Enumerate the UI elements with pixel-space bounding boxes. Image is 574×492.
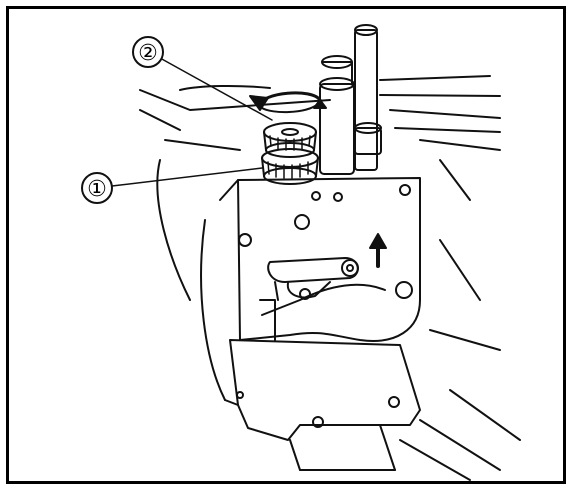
- adjusting-knob-upper: [263, 122, 317, 158]
- callout-2: ②: [132, 36, 164, 68]
- presser-bar: [319, 24, 382, 175]
- leader-line-1: [111, 167, 263, 187]
- up-arrow-icon: [369, 233, 387, 268]
- callout-2-label: ②: [138, 41, 158, 66]
- machine-arm-outline: [139, 75, 521, 481]
- leader-line-2: [159, 57, 273, 121]
- rotation-arrow-icon: [249, 91, 327, 114]
- screw-holes: [236, 184, 413, 428]
- adjusting-knob-lower: [261, 148, 319, 185]
- face-plate: [200, 177, 421, 471]
- callout-1-label: ①: [87, 177, 107, 202]
- figure-frame: ② ①: [6, 6, 566, 484]
- crank-mechanism: [267, 257, 359, 301]
- callout-1: ①: [81, 172, 113, 204]
